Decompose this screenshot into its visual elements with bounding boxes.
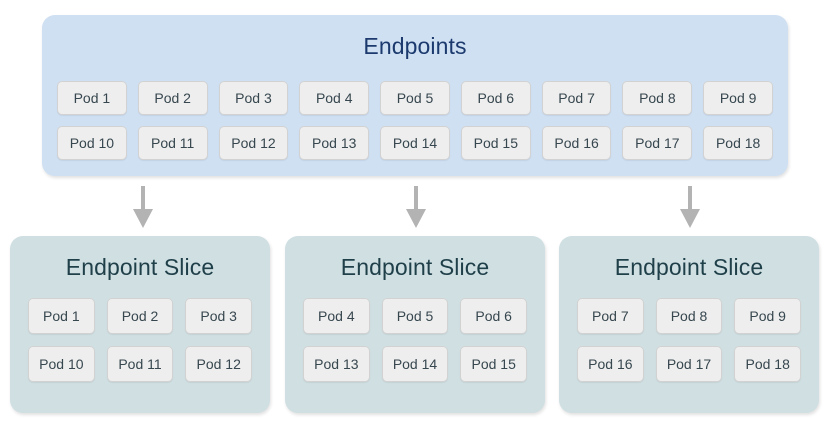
endpoint-slice-pod-grid: Pod 1 Pod 2 Pod 3 Pod 10 Pod 11 Pod 12 bbox=[28, 298, 253, 382]
endpoint-slice-pod-row: Pod 10 Pod 11 Pod 12 bbox=[28, 346, 253, 382]
pod-chip: Pod 13 bbox=[303, 346, 370, 382]
pod-chip: Pod 12 bbox=[218, 126, 289, 160]
pod-chip: Pod 12 bbox=[185, 346, 253, 382]
endpoint-slice-container-3: Endpoint Slice Pod 7 Pod 8 Pod 9 Pod 16 … bbox=[559, 236, 819, 413]
endpoint-slice-pod-grid: Pod 7 Pod 8 Pod 9 Pod 16 Pod 17 Pod 18 bbox=[577, 298, 802, 382]
pod-chip: Pod 3 bbox=[185, 298, 253, 334]
pod-chip: Pod 15 bbox=[460, 346, 528, 382]
pod-chip: Pod 2 bbox=[137, 81, 208, 115]
pod-chip: Pod 18 bbox=[734, 346, 802, 382]
pod-chip: Pod 9 bbox=[734, 298, 802, 334]
arrow-down-icon bbox=[133, 186, 153, 228]
pod-chip: Pod 8 bbox=[622, 81, 693, 115]
pod-chip: Pod 8 bbox=[655, 298, 723, 334]
endpoint-slice-pod-row: Pod 13 Pod 14 Pod 15 bbox=[303, 346, 528, 382]
pod-chip: Pod 4 bbox=[303, 298, 370, 334]
pod-chip: Pod 17 bbox=[622, 126, 693, 160]
arrow-down-icon bbox=[680, 186, 700, 228]
pod-chip: Pod 7 bbox=[577, 298, 644, 334]
pod-chip: Pod 11 bbox=[137, 126, 208, 160]
endpoints-pod-grid: Pod 1 Pod 2 Pod 3 Pod 4 Pod 5 Pod 6 Pod … bbox=[57, 81, 774, 160]
endpoints-pod-row: Pod 10 Pod 11 Pod 12 Pod 13 Pod 14 Pod 1… bbox=[57, 126, 774, 160]
endpoints-title: Endpoints bbox=[363, 33, 467, 59]
pod-chip: Pod 14 bbox=[380, 126, 450, 160]
pod-chip: Pod 1 bbox=[57, 81, 127, 115]
arrow-down-icon bbox=[406, 186, 426, 228]
endpoint-slice-pod-row: Pod 4 Pod 5 Pod 6 bbox=[303, 298, 528, 334]
pod-chip: Pod 6 bbox=[460, 298, 528, 334]
pod-chip: Pod 10 bbox=[57, 126, 127, 160]
pod-chip: Pod 14 bbox=[381, 346, 449, 382]
pod-chip: Pod 7 bbox=[541, 81, 612, 115]
endpoint-slice-title: Endpoint Slice bbox=[614, 254, 764, 280]
endpoint-slice-container-1: Endpoint Slice Pod 1 Pod 2 Pod 3 Pod 10 … bbox=[10, 236, 270, 413]
pod-chip: Pod 1 bbox=[28, 298, 95, 334]
pod-chip: Pod 3 bbox=[218, 81, 289, 115]
pod-chip: Pod 13 bbox=[299, 126, 370, 160]
pod-chip: Pod 6 bbox=[460, 81, 531, 115]
pod-chip: Pod 18 bbox=[703, 126, 774, 160]
endpoint-slice-container-2: Endpoint Slice Pod 4 Pod 5 Pod 6 Pod 13 … bbox=[285, 236, 545, 413]
pod-chip: Pod 9 bbox=[703, 81, 774, 115]
endpoint-slice-pod-row: Pod 16 Pod 17 Pod 18 bbox=[577, 346, 802, 382]
pod-chip: Pod 5 bbox=[380, 81, 450, 115]
pod-chip: Pod 15 bbox=[460, 126, 531, 160]
endpoint-slice-pod-row: Pod 7 Pod 8 Pod 9 bbox=[577, 298, 802, 334]
endpoints-container: Endpoints Pod 1 Pod 2 Pod 3 Pod 4 Pod 5 … bbox=[42, 15, 788, 176]
pod-chip: Pod 11 bbox=[106, 346, 174, 382]
pod-chip: Pod 10 bbox=[28, 346, 95, 382]
pod-chip: Pod 17 bbox=[655, 346, 723, 382]
pod-chip: Pod 4 bbox=[299, 81, 370, 115]
endpoint-slice-pod-grid: Pod 4 Pod 5 Pod 6 Pod 13 Pod 14 Pod 15 bbox=[303, 298, 528, 382]
pod-chip: Pod 2 bbox=[106, 298, 174, 334]
pod-chip: Pod 5 bbox=[381, 298, 449, 334]
endpoint-slice-title: Endpoint Slice bbox=[340, 254, 490, 280]
pod-chip: Pod 16 bbox=[577, 346, 644, 382]
endpoint-slice-pod-row: Pod 1 Pod 2 Pod 3 bbox=[28, 298, 253, 334]
pod-chip: Pod 16 bbox=[541, 126, 612, 160]
endpoints-pod-row: Pod 1 Pod 2 Pod 3 Pod 4 Pod 5 Pod 6 Pod … bbox=[57, 81, 774, 115]
endpoint-slice-title: Endpoint Slice bbox=[65, 254, 215, 280]
